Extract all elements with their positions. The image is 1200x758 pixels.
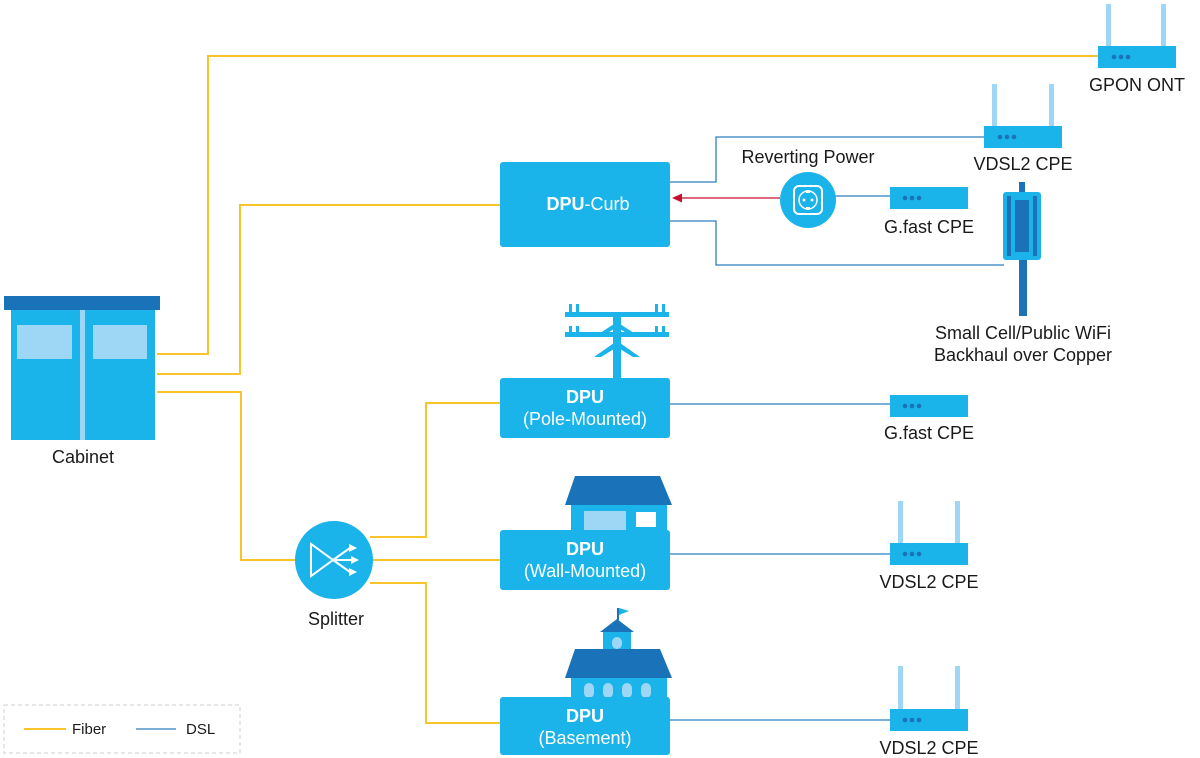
small-cell-label-line1: Small Cell/Public WiFi	[935, 323, 1111, 343]
dpu-basement-box: DPU (Basement)	[500, 697, 670, 755]
router-icon	[890, 501, 968, 565]
reverting-power-arrow	[672, 193, 780, 203]
dpu-curb-box: DPU-Curb	[500, 162, 670, 247]
legend-dsl-label: DSL	[186, 721, 215, 738]
vdsl2-cpe-top-label: VDSL2 CPE	[973, 154, 1072, 174]
router-icon	[890, 187, 968, 209]
fiber-cabinet-to-splitter	[157, 391, 296, 561]
cabinet-icon	[4, 296, 160, 440]
house-icon	[565, 476, 672, 531]
gfast-cpe-top-label: G.fast CPE	[884, 217, 974, 237]
dpu-basement-subtitle: (Basement)	[538, 728, 631, 748]
vdsl2-cpe-wall-label: VDSL2 CPE	[879, 572, 978, 592]
fiber-splitter-to-dpu-pole	[370, 402, 500, 538]
router-icon	[890, 395, 968, 417]
dpu-wall-title: DPU	[566, 539, 604, 559]
gpon-ont-label: GPON ONT	[1089, 75, 1185, 95]
building-icon	[565, 608, 672, 698]
svg-text:DPU-Curb: DPU-Curb	[546, 194, 629, 214]
small-cell-antenna-icon	[1003, 182, 1041, 316]
fiber-cabinet-to-dpu-curb	[157, 204, 500, 375]
dpu-wall-subtitle: (Wall-Mounted)	[524, 561, 646, 581]
legend-fiber-label: Fiber	[72, 721, 106, 738]
router-icon	[984, 84, 1062, 148]
reverting-power-label: Reverting Power	[741, 147, 874, 167]
dpu-wall-box: DPU (Wall-Mounted)	[500, 530, 670, 590]
vdsl2-cpe-basement-label: VDSL2 CPE	[879, 738, 978, 758]
utility-pole-icon	[565, 304, 669, 380]
cabinet-label: Cabinet	[52, 447, 114, 467]
router-icon	[890, 666, 968, 731]
legend: Fiber DSL	[3, 704, 241, 754]
dpu-pole-subtitle: (Pole-Mounted)	[523, 409, 647, 429]
splitter-label: Splitter	[308, 609, 364, 629]
dsl-links	[670, 136, 1004, 721]
power-outlet-icon	[780, 172, 836, 228]
dpu-curb-title-bold: DPU	[546, 194, 584, 214]
dsl-curb-to-small-cell	[670, 220, 1004, 266]
dpu-pole-title: DPU	[566, 387, 604, 407]
dpu-pole-box: DPU (Pole-Mounted)	[500, 378, 670, 438]
small-cell-label-line2: Backhaul over Copper	[934, 345, 1112, 365]
gfast-cpe-pole-label: G.fast CPE	[884, 423, 974, 443]
dsl-curb-to-vdsl2	[670, 136, 984, 183]
router-icon	[1098, 4, 1176, 68]
splitter-icon	[295, 521, 373, 599]
dpu-curb-title-rest: -Curb	[585, 194, 630, 214]
fiber-links	[157, 55, 1098, 724]
fiber-splitter-to-dpu-basement	[370, 582, 500, 724]
fiber-cabinet-to-gpon	[157, 55, 1098, 355]
dpu-basement-title: DPU	[566, 706, 604, 726]
